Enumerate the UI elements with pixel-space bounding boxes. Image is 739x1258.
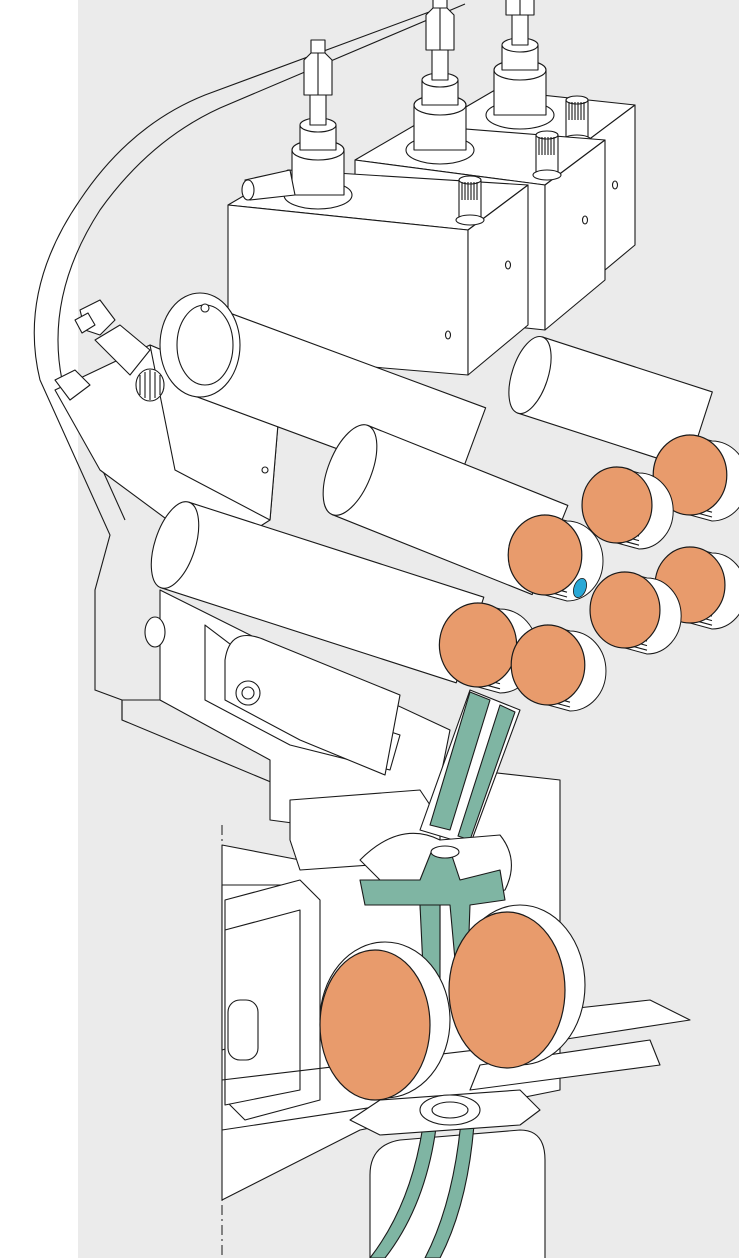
pinch-inlet bbox=[430, 845, 460, 859]
valve-screw-hole bbox=[444, 330, 452, 340]
feed-roller-1 bbox=[652, 434, 739, 522]
cylinder-flange-inner bbox=[176, 304, 234, 386]
right-cylinder bbox=[508, 335, 713, 469]
side-valve-knob bbox=[135, 368, 165, 402]
outlet-tube-right bbox=[424, 1109, 476, 1258]
outlet-tube-left bbox=[369, 1109, 439, 1258]
side-valve-stem bbox=[94, 324, 151, 376]
feed-roller-group bbox=[438, 434, 739, 712]
feed-roller-2 bbox=[581, 466, 674, 550]
valve-screw-hole bbox=[581, 215, 589, 225]
adjusting-lever bbox=[224, 635, 401, 776]
side-valve-fitting bbox=[54, 369, 91, 401]
mid-bracket-hole bbox=[144, 616, 166, 648]
valve-stem-1 bbox=[283, 39, 353, 210]
guide-rail-lower bbox=[469, 1039, 661, 1091]
lower-cylinder bbox=[150, 501, 485, 684]
upper-guide-section-left bbox=[429, 691, 491, 831]
valve-knob-1 bbox=[455, 175, 485, 226]
valve-block-1 bbox=[227, 39, 529, 376]
feed-roller-4 bbox=[507, 514, 604, 602]
side-valve-screw-1 bbox=[261, 466, 269, 474]
housing-outer-outline bbox=[33, 7, 441, 871]
wire-guide-section bbox=[349, 689, 541, 1258]
valve-knob-2 bbox=[532, 130, 562, 181]
pinch-roller-right bbox=[448, 911, 566, 1069]
side-valve-tip bbox=[74, 312, 96, 334]
flange-screw bbox=[200, 303, 210, 313]
outlet-ring-inner bbox=[431, 1101, 469, 1119]
pinch-roller-pair bbox=[319, 904, 586, 1101]
feed-roller-5 bbox=[589, 571, 682, 655]
indicator-marker bbox=[573, 577, 587, 599]
valve-block-group bbox=[227, 0, 636, 376]
housing-inner-outline bbox=[57, 3, 466, 521]
valve-block-side bbox=[544, 139, 606, 331]
air-fitting-end bbox=[241, 179, 255, 201]
pinch-roller-left bbox=[319, 949, 431, 1101]
left-clamp-slot bbox=[227, 999, 259, 1061]
valve-stem-3 bbox=[485, 0, 555, 130]
feed-roller-7 bbox=[510, 624, 607, 712]
lever-pivot-bolt-inner bbox=[241, 686, 255, 700]
valve-screw-hole bbox=[504, 260, 512, 270]
valve-stem-2 bbox=[405, 0, 475, 165]
valve-block-side bbox=[467, 184, 529, 376]
valve-screw-hole bbox=[611, 180, 619, 190]
